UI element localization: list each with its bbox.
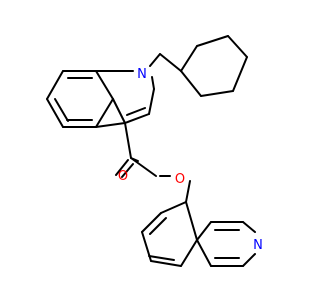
ester-linkage xyxy=(124,122,171,177)
atom-label-isoquinoline-nitrogen: N xyxy=(253,238,263,253)
carbonyl-double-bond xyxy=(115,159,134,178)
molecule-drawing: N O O N xyxy=(46,35,263,267)
atom-label-n1: N xyxy=(137,67,147,82)
atom-label-carbonyl-oxygen: O xyxy=(118,169,128,184)
isoquinoline-ring xyxy=(141,180,256,267)
indole-pyrrole-ring xyxy=(95,70,155,128)
atom-label-ester-oxygen: O xyxy=(175,172,185,187)
indole-benzene-ring xyxy=(46,70,114,128)
cyclohexylmethyl-chain xyxy=(149,53,182,72)
cyclohexane-ring xyxy=(180,35,248,97)
structure-canvas: N O O N xyxy=(46,35,263,267)
